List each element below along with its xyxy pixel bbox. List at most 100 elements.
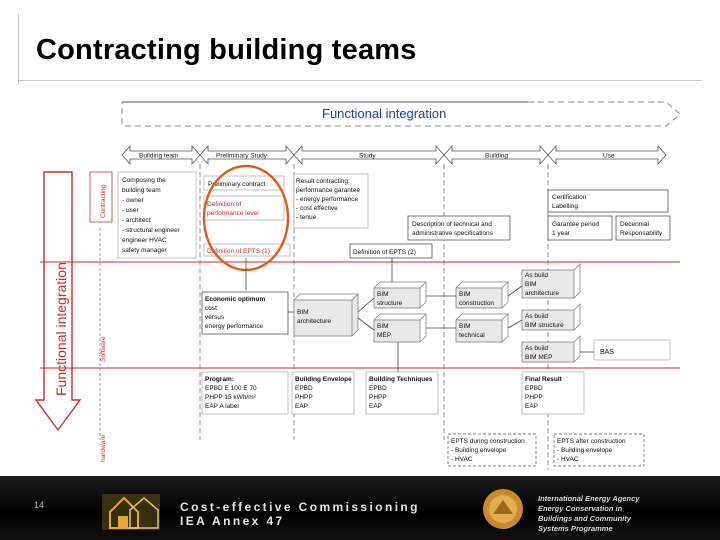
building-envelope-box: Building Envelope EPBD PHPP EAP — [291, 371, 355, 415]
svg-text:EPBD: EPBD — [525, 385, 543, 392]
svg-text:- HVAC: - HVAC — [451, 456, 473, 463]
vertical-software-label: Software — [100, 336, 107, 362]
footer-org-line1: International Energy Agency — [538, 494, 640, 503]
phase-row: Building team Preliminary Study Study Bu… — [121, 144, 667, 166]
svg-text:PHPP: PHPP — [525, 394, 543, 401]
svg-text:architecture: architecture — [525, 290, 559, 297]
footer-org-line3: Buildings and Community — [538, 514, 631, 523]
composing-team-box: Composing the building team - owner - us… — [117, 171, 197, 259]
svg-text:BIM: BIM — [459, 323, 471, 330]
svg-text:BIM: BIM — [377, 323, 389, 330]
svg-text:Building Envelope: Building Envelope — [295, 376, 352, 383]
bim-construction-box: BIM construction — [455, 281, 509, 309]
asbuilt-mep-box: As build BIM MEP — [521, 335, 581, 363]
phase-building: Building — [485, 153, 509, 160]
svg-text:BIM structure: BIM structure — [525, 322, 564, 329]
bim-mep-box: BIM MEP — [373, 313, 427, 343]
svg-text:EPBD: EPBD — [369, 385, 387, 392]
iea-seal-icon — [483, 489, 523, 529]
svg-text:architecture: architecture — [297, 318, 331, 325]
house-logo-icon — [102, 494, 160, 530]
title-side-rule — [18, 14, 19, 84]
asbuilt-structure-box: As build BIM structure — [521, 303, 581, 331]
svg-text:Result contracting:: Result contracting: — [296, 178, 350, 185]
svg-text:- Building envelope: - Building envelope — [557, 447, 613, 454]
svg-text:- Building envelope: - Building envelope — [451, 447, 507, 454]
epts-during-box: EPTS during construction - Building enve… — [447, 433, 537, 467]
vertical-integration-arrow: Functional integration Contracting Softw… — [34, 171, 113, 462]
preliminary-contract-box: Preliminary contract — [203, 175, 285, 191]
svg-text:EPBD E 100 E 70: EPBD E 100 E 70 — [205, 385, 257, 392]
decennial-box: Decennial Responsability — [615, 215, 671, 241]
svg-text:structure: structure — [377, 300, 403, 307]
vertical-hardware-label: hardware — [100, 435, 107, 462]
svg-text:- tenue: - tenue — [296, 214, 317, 221]
page-number: 14 — [34, 500, 45, 510]
svg-text:BAS: BAS — [600, 349, 614, 356]
svg-text:PHPP 15 kWh/m²: PHPP 15 kWh/m² — [205, 394, 257, 401]
footer-title: Cost-effective Commissioning IEA Annex 4… — [180, 500, 420, 528]
svg-text:Definition of EPTS (1): Definition of EPTS (1) — [207, 248, 270, 255]
asbuilt-architecture-box: As build BIM architecture — [521, 263, 581, 299]
bim-architecture-box: BIM architecture — [293, 293, 359, 337]
svg-text:EAP: EAP — [295, 403, 308, 410]
svg-text:PHPP: PHPP — [369, 394, 387, 401]
phase-preliminary-study: Preliminary Study — [216, 153, 268, 160]
footer-org-line2: Energy Conservation in — [538, 504, 623, 513]
vertical-main-label: Functional integration — [53, 262, 69, 396]
svg-text:performance level: performance level — [207, 210, 259, 217]
svg-text:- cost effective: - cost effective — [296, 205, 338, 212]
header-title: Functional integration — [322, 106, 446, 121]
functional-integration-diagram: Functional integration Building team Pre… — [34, 101, 681, 470]
svg-text:Economic optimum: Economic optimum — [205, 296, 266, 303]
svg-text:- HVAC: - HVAC — [557, 456, 579, 463]
guarantee-box: Garantee period 1 year — [547, 215, 613, 241]
connectors — [245, 258, 594, 372]
description-box: Description of technical and administrat… — [407, 215, 511, 241]
phase-building-team: Building team — [139, 153, 178, 160]
definition-epts1-box: Definition of EPTS (1) — [203, 243, 291, 257]
svg-text:As build: As build — [525, 272, 549, 279]
svg-text:As build: As build — [525, 313, 549, 320]
svg-text:As build: As build — [525, 345, 549, 352]
svg-text:construction: construction — [459, 300, 494, 307]
svg-text:Garantee period: Garantee period — [552, 221, 599, 228]
phase-use: Use — [603, 153, 615, 160]
svg-text:- structural engineer: - structural engineer — [122, 227, 181, 234]
final-result-box: Final Result EPBD PHPP EAP — [521, 371, 585, 415]
svg-text:versus: versus — [205, 314, 225, 321]
svg-text:cost: cost — [205, 305, 217, 312]
phase-study: Study — [359, 153, 376, 160]
bas-box: BAS — [593, 339, 671, 361]
svg-text:Certification: Certification — [552, 194, 587, 201]
footer-title-line2: IEA Annex 47 — [180, 514, 285, 528]
svg-text:BIM: BIM — [525, 281, 537, 288]
footer-org-line4: Systems Programme — [538, 524, 613, 533]
header-arrow: Functional integration — [121, 101, 681, 127]
svg-text:performance garantee: performance garantee — [296, 187, 360, 194]
svg-text:EAP A label: EAP A label — [205, 403, 239, 410]
svg-text:- energy performance: - energy performance — [296, 196, 359, 203]
definition-performance-box: Definition of performance level — [203, 195, 285, 221]
footer-organization: International Energy Agency Energy Conse… — [538, 494, 639, 534]
svg-text:- owner: - owner — [122, 197, 145, 204]
svg-text:- architect: - architect — [122, 217, 151, 224]
definition-epts2-box: Definition of EPTS (2) — [349, 243, 433, 259]
svg-text:PHPP: PHPP — [295, 394, 313, 401]
svg-text:Preliminary contract: Preliminary contract — [208, 181, 266, 188]
svg-text:Decennial: Decennial — [620, 221, 649, 228]
vertical-contracting-label: Contracting — [100, 184, 107, 218]
row-dividers — [40, 261, 680, 369]
svg-text:BIM: BIM — [459, 291, 471, 298]
footer-title-line1: Cost-effective Commissioning — [180, 500, 420, 514]
svg-text:EAP: EAP — [369, 403, 382, 410]
svg-text:administrative specifications: administrative specifications — [412, 230, 494, 237]
economic-optimum-box: Economic optimum cost versus energy perf… — [201, 291, 289, 335]
svg-text:EPTS during construction: EPTS during construction — [451, 438, 525, 445]
program-box: Program: EPBD E 100 E 70 PHPP 15 kWh/m² … — [201, 371, 289, 415]
svg-text:Final Result: Final Result — [525, 376, 563, 383]
svg-text:Definition of: Definition of — [207, 201, 242, 208]
svg-text:building team: building team — [122, 187, 161, 194]
svg-text:EPBD: EPBD — [295, 385, 313, 392]
result-contracting-box: Result contracting: performance garantee… — [293, 173, 369, 229]
